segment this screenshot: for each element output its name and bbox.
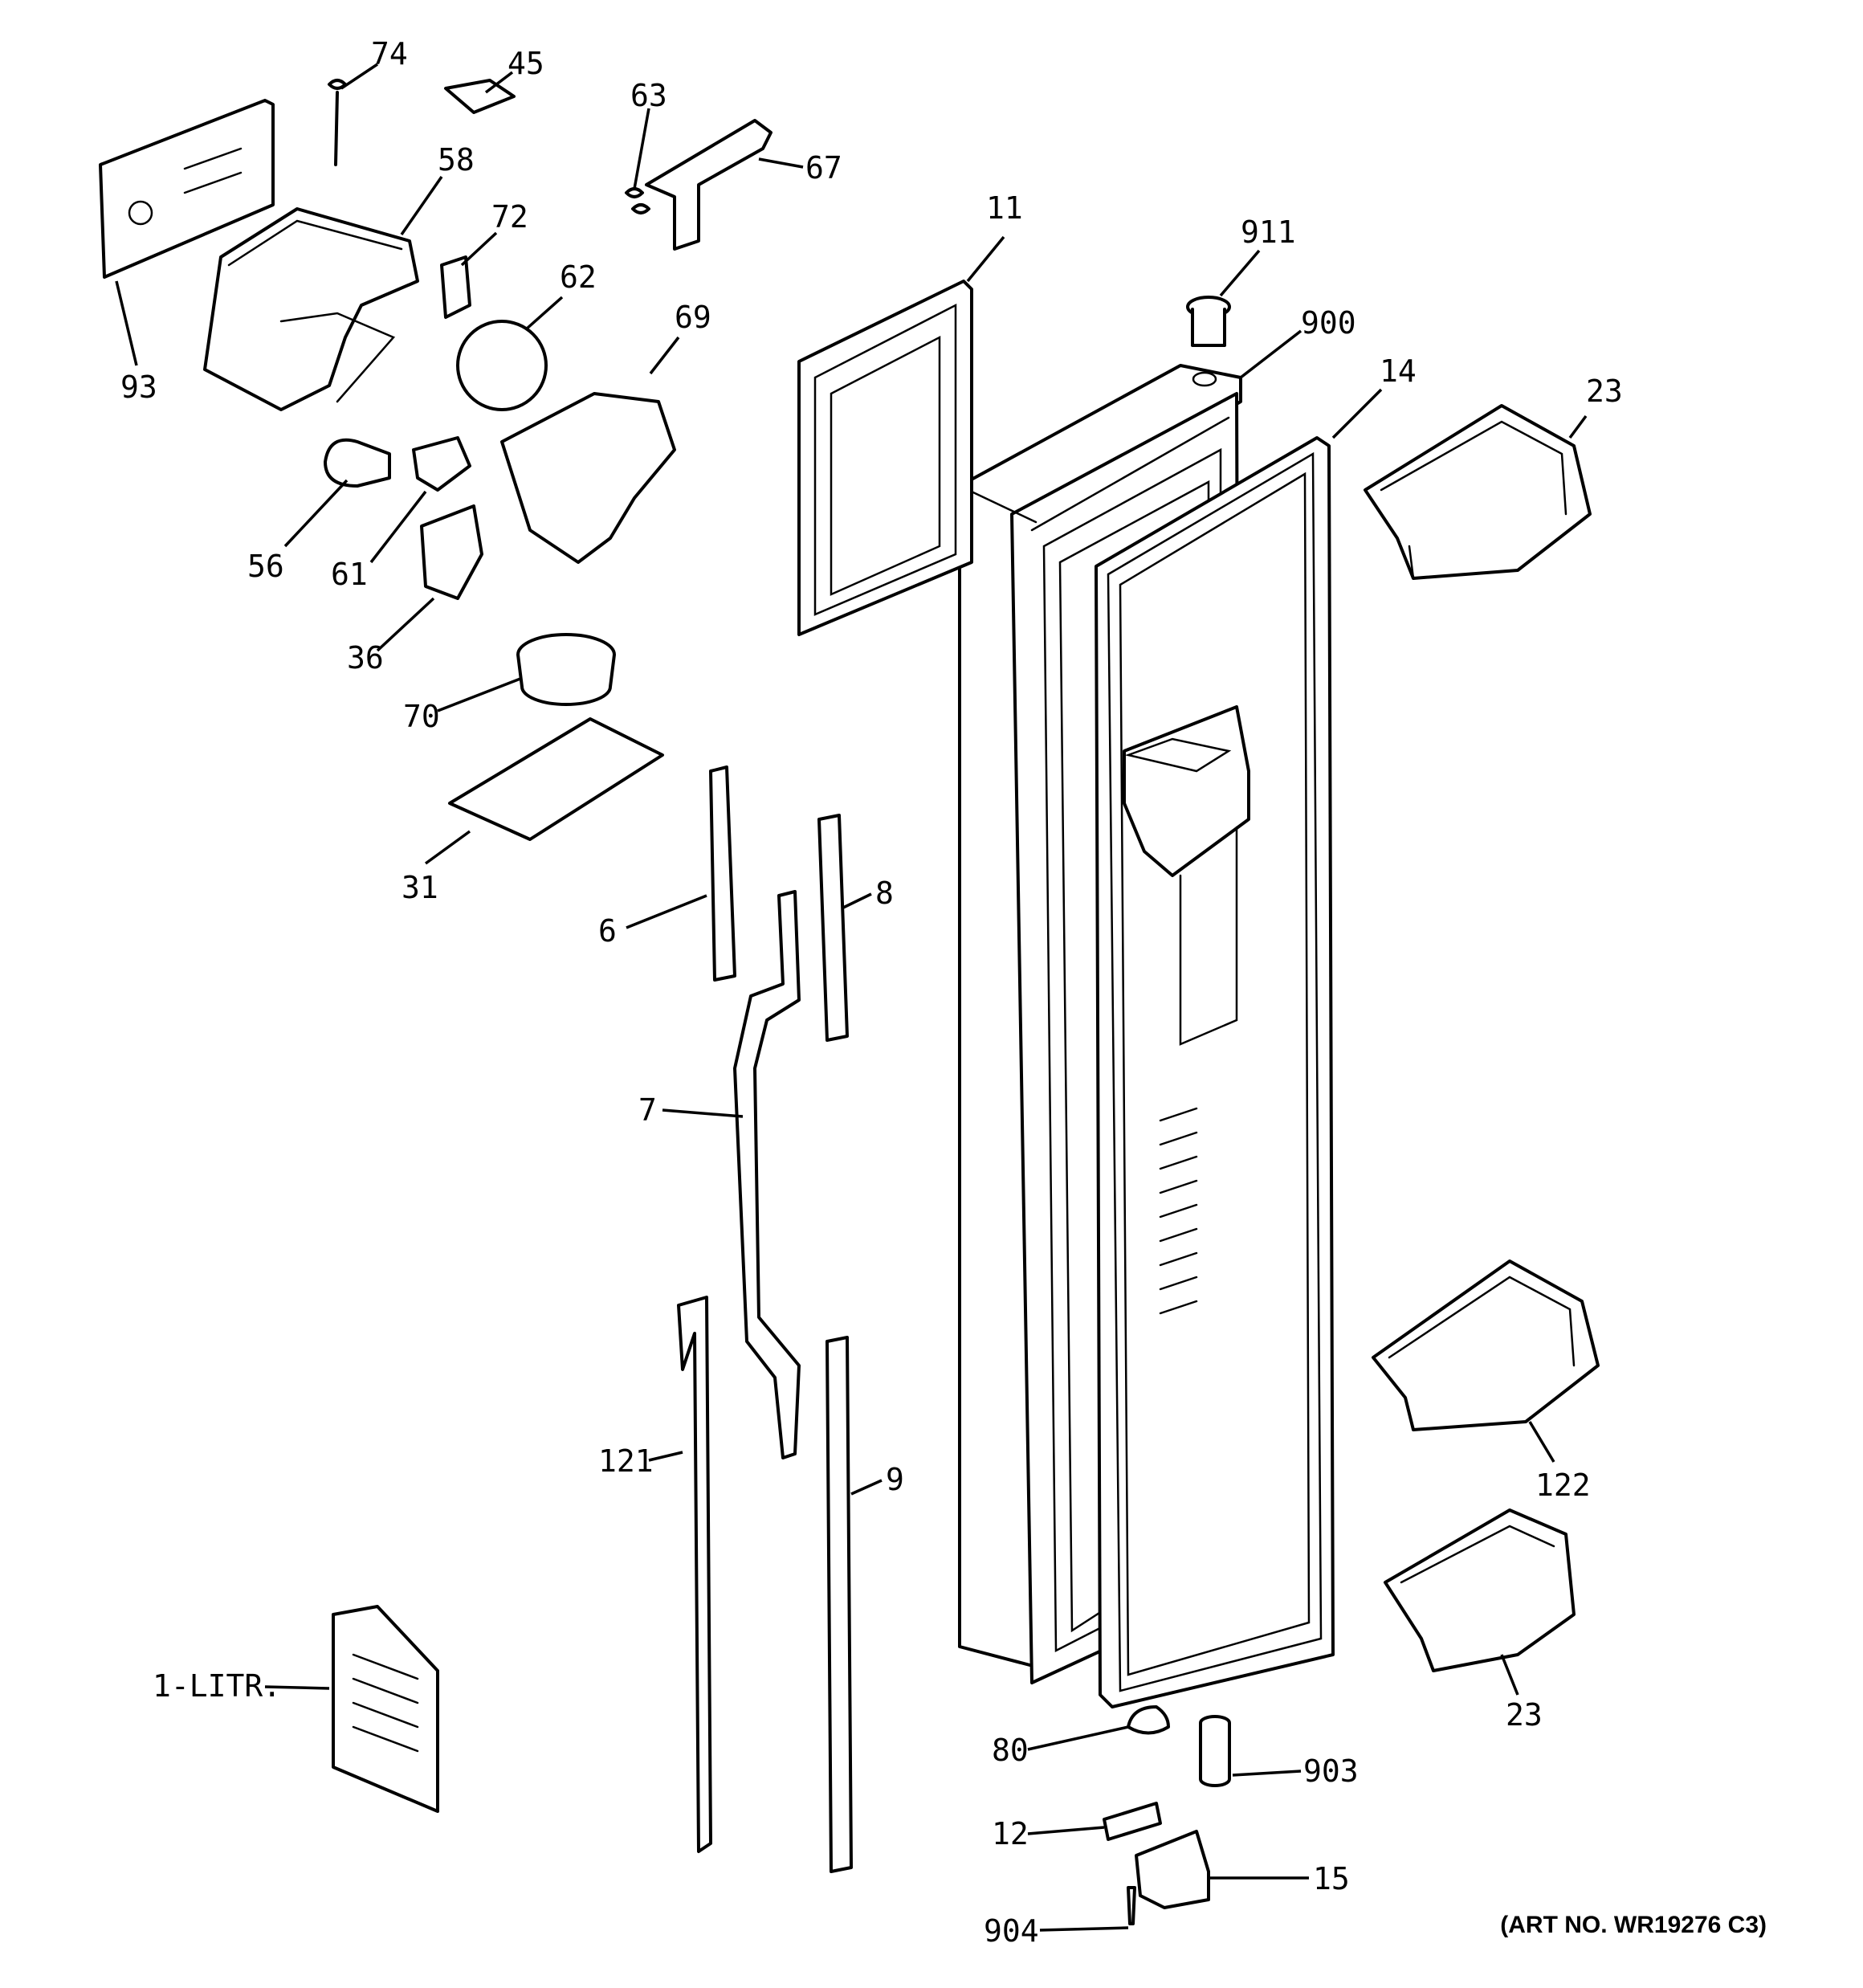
door-bin-top-drawing — [1364, 404, 1592, 580]
callout-904: 904 — [984, 1913, 1039, 1949]
trim-9-drawing — [826, 1336, 853, 1873]
grille-31-drawing — [448, 717, 664, 841]
bulb-56-drawing — [324, 438, 391, 488]
door-gasket-drawing — [1095, 436, 1335, 1708]
callout-63: 63 — [630, 78, 667, 113]
handle-7-drawing — [733, 890, 801, 1459]
callout-93: 93 — [120, 369, 157, 405]
bracket-36-drawing — [420, 504, 483, 600]
callout-36: 36 — [347, 640, 384, 676]
control-board-drawing — [99, 99, 275, 279]
callout-15: 15 — [1313, 1861, 1350, 1896]
trim-8-drawing — [817, 814, 849, 1042]
dispenser-panel-drawing — [797, 280, 973, 636]
hinge-15-drawing — [1135, 1830, 1210, 1909]
callout-labels: 74 45 63 67 58 72 93 62 69 11 911 900 14… — [120, 36, 1623, 1949]
callout-56: 56 — [247, 549, 284, 584]
callout-74: 74 — [371, 36, 408, 71]
art-number: (ART NO. WR19276 C3) — [1500, 1912, 1767, 1938]
callout-58: 58 — [438, 142, 475, 178]
trim-121-drawing — [677, 1296, 712, 1853]
door-bin-bottom-drawing — [1384, 1508, 1576, 1672]
callout-900: 900 — [1301, 305, 1356, 341]
callout-45: 45 — [508, 46, 544, 81]
leader-lines — [115, 63, 1588, 1932]
callout-14: 14 — [1380, 353, 1417, 389]
callout-31: 31 — [402, 870, 438, 905]
callout-11: 11 — [986, 190, 1023, 226]
callout-80: 80 — [992, 1733, 1029, 1768]
funnel-69-drawing — [500, 392, 676, 564]
callout-72: 72 — [491, 199, 528, 235]
switch-72-drawing — [440, 255, 471, 319]
callout-1-litr: 1-LITR. — [153, 1668, 281, 1704]
bracket-45-drawing — [444, 79, 516, 114]
screw-904-drawing — [1127, 1886, 1136, 1925]
bushing-80-drawing — [1127, 1705, 1170, 1735]
spring-74-drawing — [328, 79, 347, 166]
socket-61-drawing — [412, 436, 471, 492]
plate-12-drawing — [1103, 1802, 1162, 1841]
callout-7: 7 — [638, 1092, 657, 1128]
callout-121: 121 — [598, 1443, 654, 1479]
callout-70: 70 — [403, 699, 440, 734]
callout-23-bottom: 23 — [1506, 1697, 1543, 1733]
trim-6-drawing — [709, 765, 736, 982]
callout-122: 122 — [1535, 1468, 1591, 1503]
callout-23-top: 23 — [1586, 374, 1623, 409]
callout-67: 67 — [805, 150, 842, 186]
ring-62-drawing — [456, 320, 548, 411]
callout-69: 69 — [675, 300, 711, 335]
literature-drawing — [332, 1605, 439, 1813]
callout-6: 6 — [598, 913, 617, 949]
callout-911: 911 — [1241, 214, 1296, 250]
callout-12: 12 — [992, 1816, 1029, 1851]
door-bin-middle-drawing — [1372, 1259, 1600, 1431]
callout-62: 62 — [560, 259, 597, 295]
lever-67-drawing — [645, 119, 773, 251]
callout-8: 8 — [875, 876, 894, 911]
callout-61: 61 — [331, 557, 368, 592]
pin-903-drawing — [1199, 1715, 1231, 1787]
ice-chute-housing-drawing — [203, 207, 419, 411]
ring-70-drawing — [516, 633, 616, 706]
callout-903: 903 — [1303, 1753, 1359, 1789]
spring-63-drawing — [625, 187, 650, 214]
cap-911-drawing — [1186, 296, 1231, 347]
callout-9: 9 — [886, 1462, 904, 1497]
